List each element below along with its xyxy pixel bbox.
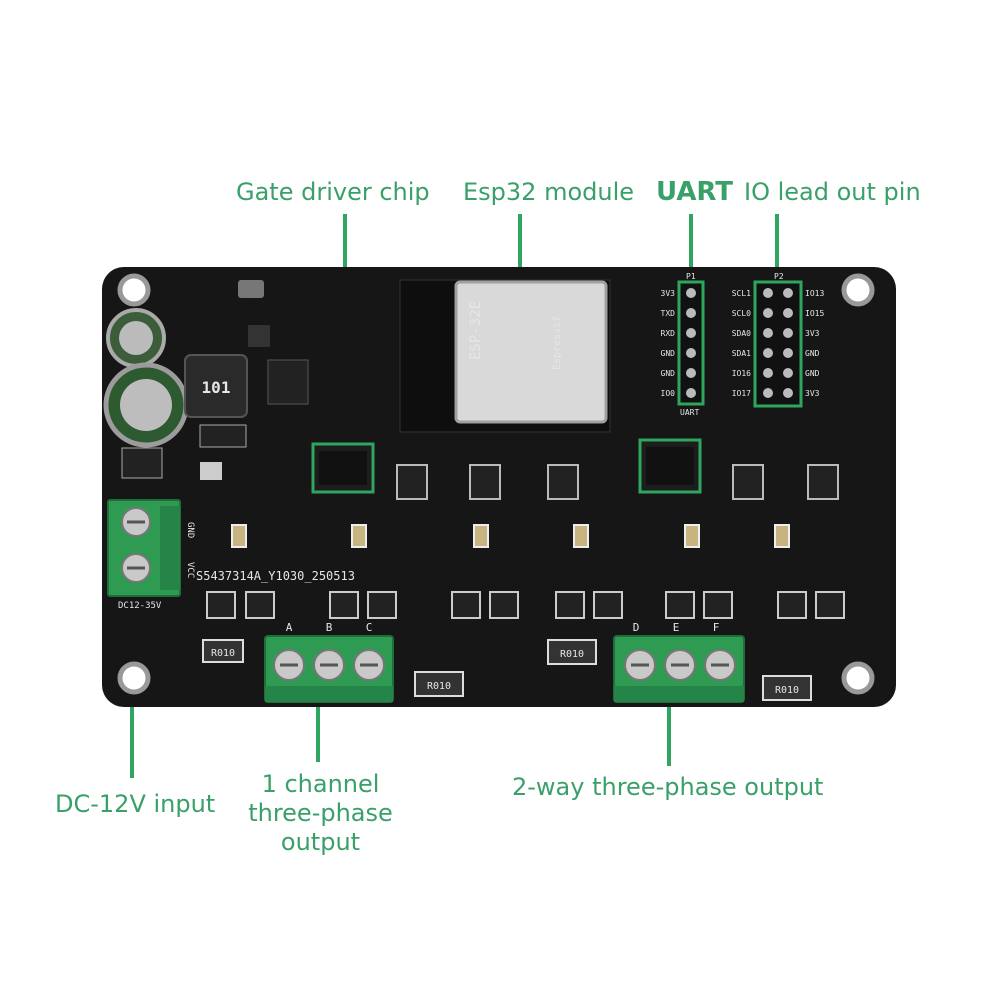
inductor [184,354,248,418]
phase-label-e: E [673,621,680,634]
esp32-module-name: ESP-32E [468,301,484,360]
uart-silk-label: UART [680,408,699,417]
label-one-channel: 1 channel three-phase output [238,770,403,856]
uart-pin-4: GND [661,369,676,378]
phase-terminal-left: A B C [264,621,394,703]
esp32-module: ESP-32E Espressif [399,279,611,433]
esp32-module-brand: Espressif [552,316,563,370]
io-left-pin-4: IO16 [732,369,751,378]
io-header: P2 SCL1 SCL0 SDA0 SDA1 IO16 IO17 IO13 IO… [732,272,824,408]
phase-label-d: D [633,621,640,634]
phase-label-c: C [366,621,373,634]
uart-pin-3: GND [661,349,676,358]
dc-range-silk: DC12-35V [118,601,162,611]
inductor-text: 101 [202,378,231,397]
gate-driver-chip-2 [638,438,702,494]
phase-label-a: A [286,621,293,634]
phase-terminal-right: D E F [613,621,745,703]
io-right-pin-1: IO15 [805,309,824,318]
uart-pin-1: TXD [661,309,676,318]
uart-header: P1 UART 3V3 TXD RXD GND GND IO0 [661,272,705,417]
io-right-pin-2: 3V3 [805,329,820,338]
io-left-pin-0: SCL1 [732,289,751,298]
io-left-pin-5: IO17 [732,389,751,398]
leader-two-way [667,700,671,766]
leader-uart [689,214,693,284]
io-left-pin-1: SCL0 [732,309,751,318]
label-gate-driver: Gate driver chip [236,178,430,206]
uart-header-ref: P1 [686,272,696,281]
small-capacitor-row [231,524,790,548]
dc-vcc-silk: VCC [185,562,195,578]
io-left-pin-3: SDA1 [732,349,751,358]
label-dc-input: DC-12V input [55,790,216,818]
gate-driver-chip-1 [311,442,375,494]
shunt-label-2: R010 [427,681,451,692]
label-one-channel-line3: output [280,827,361,856]
io-right-pin-0: IO13 [805,289,824,298]
io-right-pin-5: 3V3 [805,389,820,398]
phase-label-b: B [326,621,333,634]
uart-pin-5: IO0 [661,389,676,398]
io-right-pin-4: GND [805,369,820,378]
label-uart: UART [656,177,734,207]
label-one-channel-line1: 1 channel [261,770,380,798]
leader-esp32 [518,214,522,292]
shunt-label-4: R010 [775,685,799,696]
label-one-channel-line2: three-phase [248,798,393,827]
label-io-lead: IO lead out pin [744,178,921,206]
shunt-label-1: R010 [211,648,235,659]
leader-io [775,214,779,284]
mosfet-row [206,591,845,619]
dc-input-terminal: GND VCC DC12-35V [107,499,195,611]
dc-gnd-silk: GND [185,522,195,538]
shunt-resistors: R010 R010 R010 R010 [202,639,812,701]
label-two-way: 2-way three-phase output [512,773,824,801]
board-part-number: S5437314A_Y1030_250513 [196,569,355,583]
mounting-holes [117,273,875,695]
shunt-label-3: R010 [560,649,584,660]
leader-one-channel [316,700,320,762]
electrolytic-capacitors [103,308,189,448]
io-header-ref: P2 [774,272,784,281]
label-esp32: Esp32 module [463,178,635,206]
io-left-pin-2: SDA0 [732,329,751,338]
uart-pin-2: RXD [661,329,676,338]
io-right-pin-3: GND [805,349,820,358]
uart-pin-0: 3V3 [661,289,676,298]
regulator-parts [396,464,839,500]
phase-label-f: F [713,621,720,634]
small-smd-parts [121,280,309,480]
